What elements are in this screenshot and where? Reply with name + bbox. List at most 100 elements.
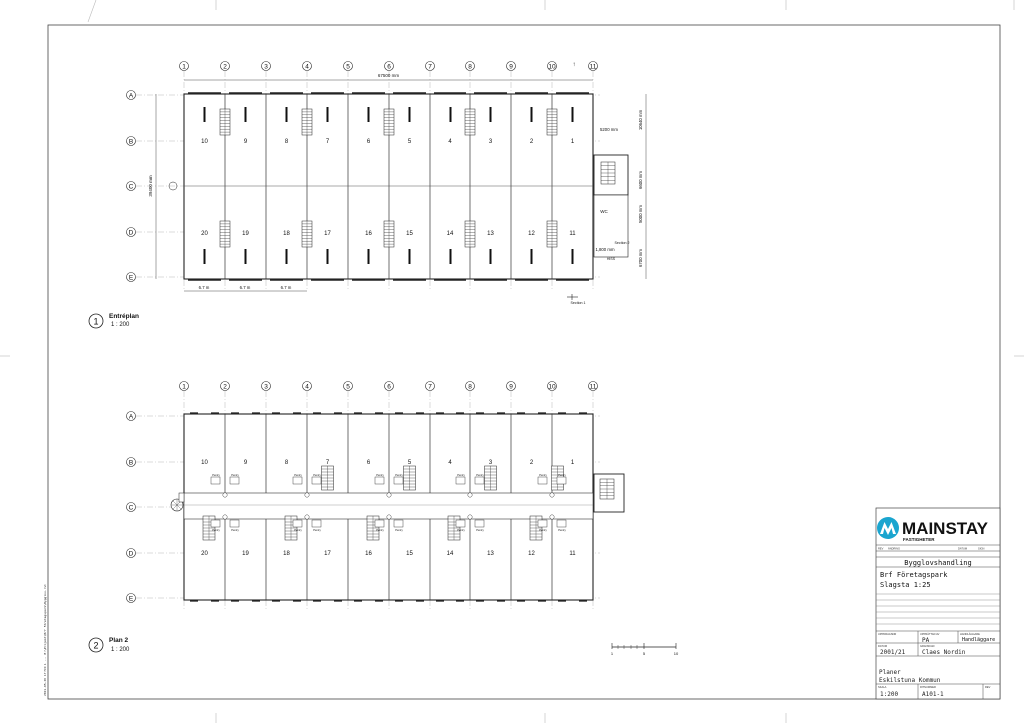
plan2-door-swing <box>386 492 392 498</box>
plan1-dim-right-3: 6700 mm <box>638 249 643 267</box>
plan2-pantry-box <box>455 476 466 485</box>
grid-bubble-col-2 <box>220 61 230 71</box>
grid-label-row-B: B <box>129 459 133 466</box>
plan1-unit-10: 10 <box>201 139 208 145</box>
plan2-pantry-box <box>311 519 322 528</box>
plan2-pantry-label: Pentry <box>395 528 403 532</box>
label-ansvarig: UPPDRAGSNR <box>878 632 896 636</box>
plan2-pantry-box <box>455 519 466 528</box>
grid-bubble-col-3 <box>261 381 271 391</box>
plan1-number: 1 <box>93 317 98 327</box>
grid-label-col-3: 3 <box>264 63 268 70</box>
value-datum: 2001/21 <box>880 649 906 656</box>
rev-header-rev: REV <box>878 547 884 551</box>
plan2-pantry-label: Pentry <box>558 473 566 477</box>
plan1-post-top <box>571 107 574 122</box>
plan1-unit-9: 9 <box>244 139 248 145</box>
plan2-unit-16: 16 <box>365 551 372 557</box>
plan1-dim-width: 67500 mm <box>378 73 400 78</box>
plan2-pantry-box <box>210 519 221 528</box>
grid-label-col-8: 8 <box>468 63 472 70</box>
grid-bubble-col-10 <box>547 381 557 391</box>
content-municipality: Eskilstuna Kommun <box>879 677 941 684</box>
plan2-pantry-label: Pentry <box>212 473 220 477</box>
rev-header-date: DATUM <box>958 547 967 551</box>
plan2-pantry-label: Pentry <box>539 473 547 477</box>
scale-bar: 1 5 10 <box>611 643 679 656</box>
plan2-spiral-tread <box>172 500 178 506</box>
grid-label-col-6: 6 <box>387 383 391 390</box>
plan2-unit-5: 5 <box>408 460 412 466</box>
plan2-unit-11: 11 <box>569 551 576 557</box>
grid-bubble-col-5 <box>343 381 353 391</box>
plan1-unit-17: 17 <box>324 231 331 237</box>
plan2-pantry-box <box>292 476 303 485</box>
plan1-dim-lower-right: 1,800 mm <box>595 247 615 252</box>
plan2-door-swing <box>386 514 392 520</box>
plan2-pantry-label: Pentry <box>457 528 465 532</box>
plan2-pantry-box <box>210 476 221 485</box>
value-upprattad: PA <box>922 637 930 644</box>
rev-header-sign: SIGN <box>978 547 984 551</box>
project-name: Brf Företagspark <box>880 571 948 579</box>
plan1-title: Entréplan <box>109 313 139 320</box>
plan2-unit-20: 20 <box>201 551 208 557</box>
plan2-door-swing <box>467 492 473 498</box>
grid-bubble-col-11 <box>588 61 598 71</box>
plan2-unit-18: 18 <box>283 551 290 557</box>
grid-label-col-11: 11 <box>590 383 597 390</box>
grid-label-col-5: 5 <box>346 383 350 390</box>
scalebar-label-1: 1 <box>611 651 614 656</box>
plan2-door-swing <box>222 492 228 498</box>
title-block: MAINSTAY FASTIGHETER REV ÄNDRING DATUM S… <box>875 507 1001 700</box>
plan2-unit-12: 12 <box>528 551 535 557</box>
plan2-pantry-label: Pentry <box>313 473 321 477</box>
content-title: Planer <box>879 669 901 676</box>
grid-label-col-4: 4 <box>305 383 309 390</box>
plan1-dim-right-0: 10640 mm <box>638 109 643 130</box>
plan1-post-bottom <box>530 249 533 264</box>
value-skala: 1:200 <box>880 691 898 698</box>
plan1-dim-bay-1: 6.7 m <box>240 285 251 290</box>
plan1-post-top <box>203 107 206 122</box>
plan2-left-landing <box>178 492 185 503</box>
plan2-pantry-box <box>537 476 548 485</box>
plan2-pantry-label: Pentry <box>231 528 239 532</box>
rev-header-change: ÄNDRING <box>888 547 900 551</box>
grid-label-col-10: 10 <box>548 383 556 390</box>
grid-label-col-2: 2 <box>223 63 227 70</box>
project-address: Slagsta 1:25 <box>880 581 931 589</box>
plan2-pantry-label: Pentry <box>376 473 384 477</box>
grid-bubble-col-7 <box>425 61 435 71</box>
plan1-unit-12: 12 <box>528 231 535 237</box>
grid-bubble-col-4 <box>302 61 312 71</box>
plan2-pantry-label: Pentry <box>539 528 547 532</box>
value-handlaggare: Handläggare <box>962 637 995 643</box>
plan2-pantry-label: Pentry <box>212 528 220 532</box>
plan2-pantry-box <box>537 519 548 528</box>
plan2-pantry-label: Pentry <box>476 528 484 532</box>
plan1-unit-4: 4 <box>448 139 452 145</box>
grid-label-col-9: 9 <box>509 383 513 390</box>
plan2-pantry-box <box>374 519 385 528</box>
plan2-pantry-box <box>292 519 303 528</box>
plan2-unit-7: 7 <box>326 460 330 466</box>
plan1-wc-label: WC <box>600 209 608 214</box>
plan2-unit-10: 10 <box>201 460 208 466</box>
label-upprattad: UPPRÄTTAD AV <box>920 632 940 636</box>
grid-bubble-col-8 <box>465 381 475 391</box>
plan2-door-swing <box>222 514 228 520</box>
plan1-dim-right-2: 5000 mm <box>638 205 643 223</box>
grid-label-row-C: C <box>129 183 134 190</box>
plan1-post-bottom <box>203 249 206 264</box>
plan2-unit-14: 14 <box>447 551 454 557</box>
grid-bubble-col-4 <box>302 381 312 391</box>
plan2-unit-19: 19 <box>242 551 249 557</box>
grid-bubble-row-D <box>126 548 136 558</box>
plan1-section-arrow-top: ↑ <box>573 62 576 68</box>
grid-bubble-row-C <box>126 502 136 512</box>
